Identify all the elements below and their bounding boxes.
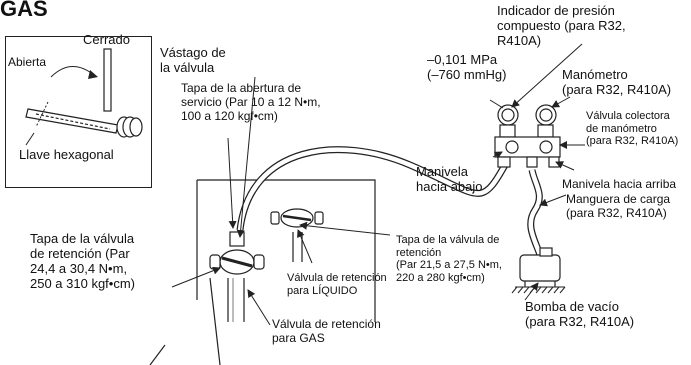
label-manometro: Manómetro(para R32, R410A) xyxy=(562,67,672,97)
label-abierta: Abierta xyxy=(8,55,47,69)
hex-key-inset xyxy=(5,36,152,188)
label-manguera-carga: Manguera de carga(para R32, R410A) xyxy=(566,192,671,220)
label-cerrado: Cerrado xyxy=(83,32,130,47)
label-presion-vacio: –0,101 MPa(–760 mmHg) xyxy=(427,52,507,82)
label-llave-hexagonal: Llave hexagonal xyxy=(19,147,114,162)
hex-key-icon xyxy=(25,48,143,146)
label-manivela-arriba: Manivela hacia arriba xyxy=(562,177,677,191)
label-bomba-vacio: Bomba de vacío(para R32, R410A) xyxy=(525,299,635,329)
page-title: GAS xyxy=(0,0,48,21)
